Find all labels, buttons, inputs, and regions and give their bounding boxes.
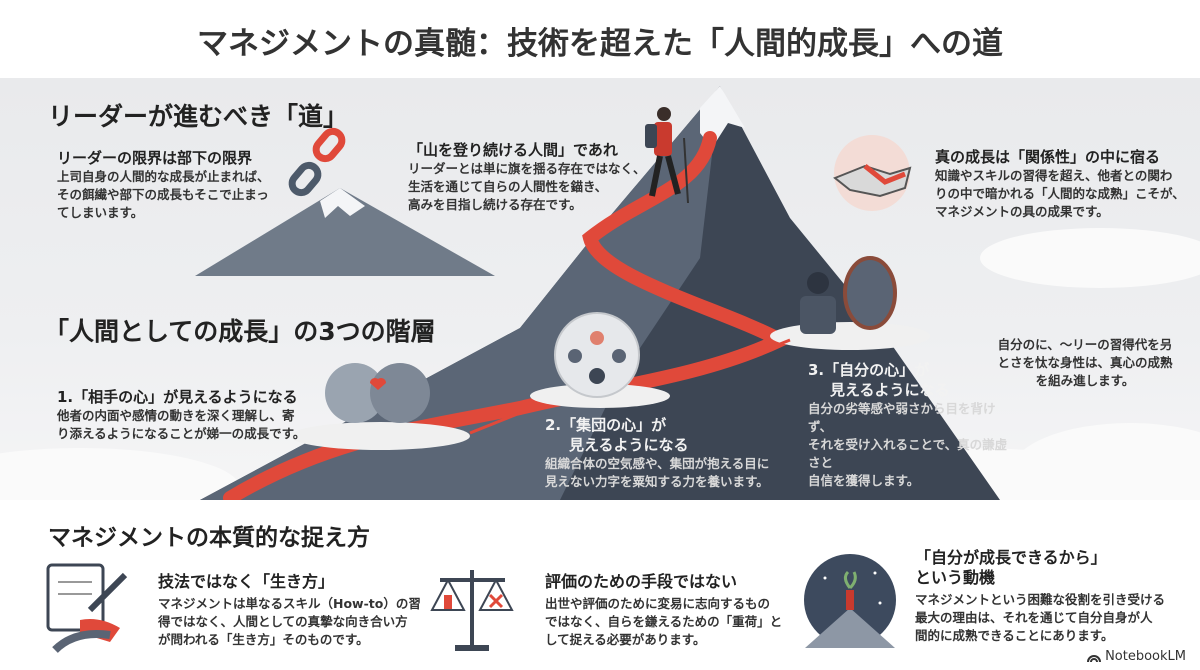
block-text: リーダーとは単に旗を揺る存在ではなく、 bbox=[408, 161, 646, 176]
level-text: り添えるようになることが娣一の成長です。 bbox=[57, 426, 306, 441]
bottom-section bbox=[0, 500, 1200, 670]
section-heading-three-levels: 「人間としての成長」の3つの階層 bbox=[44, 317, 436, 346]
item-text: 得ではなく、人間としての真摯な向き合い方 bbox=[158, 614, 408, 629]
broken-chain-icon bbox=[288, 127, 346, 197]
small-mountain bbox=[195, 188, 495, 276]
item-motivation: 「自分が成長できるから」 という動機 マネジメントという困難な役割を引き受ける … bbox=[915, 548, 1195, 645]
level-3: 3.「自分の心」が 見えるようになる 自分の劣等感や弱さから目を背けず、 それを… bbox=[808, 360, 1008, 490]
page-title: マネジメントの真髄：技術を超えた「人間的成長」への道 bbox=[197, 26, 1003, 62]
note-text: 自分のに、〜リーの習得代を叧 bbox=[997, 337, 1173, 352]
level-text: 自信を獲得します。 bbox=[808, 473, 920, 488]
mirror-person-icon bbox=[800, 256, 897, 334]
block-title: リーダーの限界は部下の限界 bbox=[57, 149, 253, 167]
block-text: 知識やスキルの習得を超え、他者との関わ bbox=[935, 168, 1173, 183]
climber-icon bbox=[645, 107, 689, 204]
platform-1 bbox=[290, 422, 470, 450]
block-text: マネジメントの具の成果です。 bbox=[935, 204, 1109, 219]
item-title: という動機 bbox=[915, 568, 996, 587]
brand-label: NotebookLM bbox=[1105, 649, 1186, 664]
level-text: 他者の内面や感情の動きを深く理解し、寄 bbox=[57, 408, 295, 423]
block-text: 上司自身の人間的な成長が止まれば、 bbox=[57, 169, 270, 184]
level-text: それを受け入れることで、真の謙虚さと bbox=[808, 437, 1008, 470]
level-title: 2.「集団の心」が bbox=[545, 416, 667, 434]
handshake-icon bbox=[833, 135, 912, 211]
side-note: 自分のに、〜リーの習得代を叧 とさを忲な身性は、真心の成熟 を組み進します。 bbox=[985, 336, 1185, 390]
item-not-evaluation: 評価のための手段ではない 出世や評価のために変易に志向するもの ではなく、自らを… bbox=[545, 572, 805, 649]
level-title: 見えるようになる bbox=[569, 436, 689, 454]
mountain-illustration bbox=[0, 86, 1200, 500]
level-title: 1.「相手の心」が見えるようになる bbox=[57, 388, 298, 406]
item-text: 最大の理由は、それを通じて自分自身が人 bbox=[915, 610, 1153, 625]
block-text: 生活を通じて自らの人間性を錨き、 bbox=[408, 179, 608, 194]
section-heading-essence: マネジメントの本質的な捉え方 bbox=[48, 525, 370, 551]
group-sphere-icon bbox=[554, 312, 640, 398]
item-text: して捉える必要があります。 bbox=[545, 632, 706, 647]
item-text: 間的に成熟できることにあります。 bbox=[915, 628, 1114, 643]
item-text: が問われる「生き方」そのものです。 bbox=[158, 632, 369, 647]
level-title: 3.「自分の心」が bbox=[808, 361, 930, 379]
block-text: りの中で暗かれる「人間的な成熟」こそが、 bbox=[935, 186, 1185, 201]
note-text: を組み進します。 bbox=[1035, 373, 1135, 388]
platform-3 bbox=[770, 322, 930, 350]
block-leader-limit: リーダーの限界は部下の限界 上司自身の人間的な成長が止まれば、 その餌繊や部下の… bbox=[57, 148, 347, 222]
level-title: 見えるようになる bbox=[830, 381, 950, 399]
block-text: 高みを目指し続ける存在です。 bbox=[408, 197, 582, 212]
block-keep-climbing: 「山を登り続ける人間」であれ リーダーとは単に旗を揺る存在ではなく、 生活を通じ… bbox=[408, 140, 648, 214]
notebooklm-brand: NotebookLM bbox=[1087, 649, 1186, 664]
level-text: 見えない力字を粟知する力を養います。 bbox=[545, 474, 769, 489]
block-title: 真の成長は「関係性」の中に宿る bbox=[935, 148, 1161, 166]
two-heads-heart-icon bbox=[325, 363, 430, 423]
night-summit-sprout-icon bbox=[804, 554, 896, 648]
notebooklm-logo-icon bbox=[1087, 654, 1102, 662]
level-1: 1.「相手の心」が見えるようになる 他者の内面や感情の動きを深く理解し、寄 り添… bbox=[57, 387, 317, 443]
balance-scale-icon bbox=[430, 570, 514, 651]
block-text: その餌繊や部下の成長もそこで止まっ bbox=[57, 187, 269, 202]
level-text: 組織合体の空気感や、集団が抱える目に bbox=[545, 456, 770, 471]
level-2: 2.「集団の心」が 見えるようになる 組織合体の空気感や、集団が抱える目に 見え… bbox=[545, 415, 785, 491]
item-title: 「自分が成長できるから」 bbox=[915, 548, 1107, 567]
note-text: とさを忲な身性は、真心の成熟 bbox=[997, 355, 1173, 370]
arrow-icon bbox=[469, 411, 521, 435]
level-text: 自分の劣等感や弱さから目を背けず、 bbox=[808, 401, 996, 434]
block-relationship: 真の成長は「関係性」の中に宿る 知識やスキルの習得を超え、他者との関わ りの中で… bbox=[935, 147, 1195, 221]
item-text: マネジメントは単なるスキル（How-to）の習 bbox=[158, 596, 421, 611]
item-text: 出世や評価のために変易に志向するもの bbox=[545, 596, 771, 611]
block-title: 「山を登り続ける人間」であれ bbox=[408, 141, 618, 159]
item-text: ではなく、自らを鎌えるための「重荷」と bbox=[545, 614, 783, 629]
item-text: マネジメントという困難な役割を引き受ける bbox=[915, 592, 1166, 607]
item-way-of-life: 技法ではなく「生き方」 マネジメントは単なるスキル（How-to）の習 得ではな… bbox=[158, 572, 428, 649]
section-heading-road: リーダーが進むべき「道」 bbox=[48, 102, 349, 131]
pen-notebook-road-icon bbox=[46, 563, 128, 653]
item-title: 評価のための手段ではない bbox=[545, 572, 738, 591]
item-title: 技法ではなく「生き方」 bbox=[158, 572, 335, 591]
block-text: てしまいます。 bbox=[57, 205, 144, 220]
arrow-icon bbox=[769, 338, 791, 350]
